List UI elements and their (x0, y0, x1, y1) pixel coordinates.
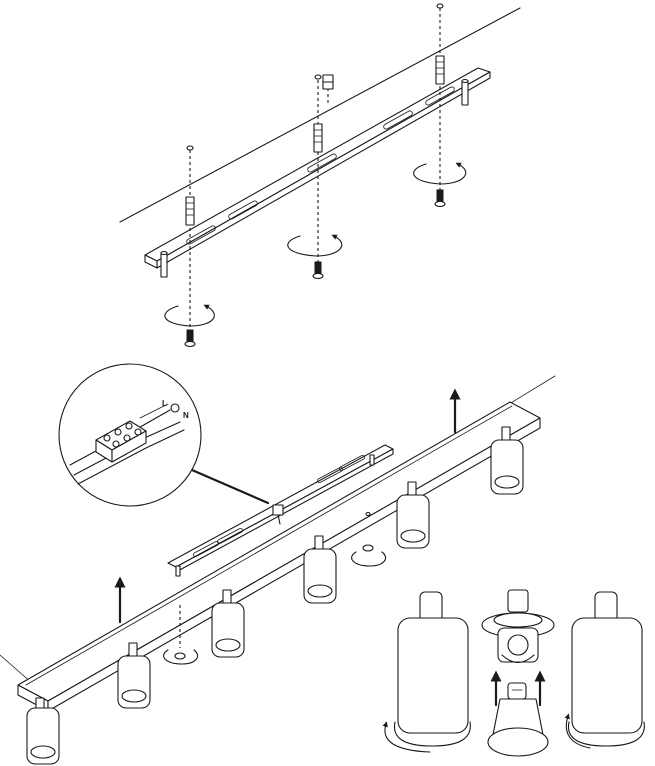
shade-right (564, 591, 645, 749)
spotlight-3 (211, 589, 245, 658)
ground-icon (170, 403, 180, 413)
spotlights (26, 426, 524, 765)
rotate-arrow-icon (351, 551, 387, 567)
ceiling-line (119, 7, 521, 223)
shade-left (382, 591, 471, 753)
bracket-slots (186, 86, 455, 245)
spotlight-2 (117, 642, 151, 709)
bracket-on-canopy (167, 444, 394, 577)
rotate-arrow-icon (287, 234, 343, 257)
insert-arrows (490, 670, 546, 707)
wiring-detail: L N (58, 363, 270, 507)
gu10-bulb (487, 682, 549, 757)
rotate-arrow-icon (564, 713, 591, 749)
screw-anchor-left (164, 145, 215, 348)
screw-anchor-middle (287, 74, 343, 280)
rotate-arrow-icon (413, 162, 467, 185)
canopy-screws (163, 511, 387, 665)
terminal-block (95, 420, 147, 463)
spotlight-4 (303, 535, 337, 604)
neutral-label: N (183, 411, 189, 420)
canopy-bar (17, 401, 541, 712)
step-2-fixture-assembly: L N (0, 363, 645, 765)
rotate-arrow-icon (163, 649, 199, 665)
step-1-mounting-bracket (119, 3, 521, 348)
bulb-replacement-detail (382, 589, 645, 757)
bracket-studs (160, 78, 469, 278)
live-label: L (162, 399, 167, 408)
ground-clip (322, 74, 334, 106)
lift-arrows (114, 388, 461, 624)
spotlight-5 (396, 481, 430, 549)
spotlight-1 (26, 697, 60, 765)
detail-pointer (190, 468, 270, 505)
screw-anchor-right (413, 3, 467, 208)
rotate-arrow-icon (164, 304, 215, 327)
spotlight-6 (490, 426, 524, 495)
rotate-arrow-icon (382, 721, 431, 753)
lamp-socket (481, 589, 555, 664)
